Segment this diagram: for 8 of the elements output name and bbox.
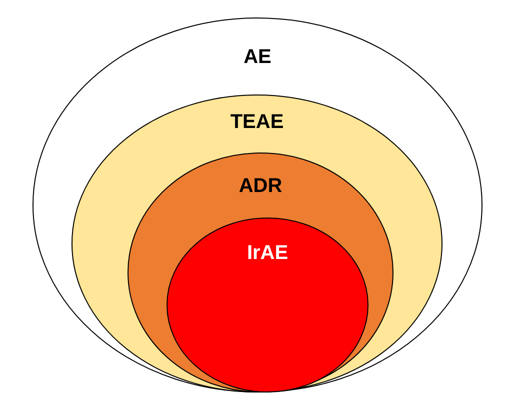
ellipse-region: [167, 218, 368, 392]
ellipse-region: [128, 153, 393, 392]
region-label: TEAE: [230, 111, 284, 134]
region-label: IrAE: [246, 242, 288, 265]
ellipse-region: [33, 18, 482, 392]
region-label: ADR: [238, 175, 282, 198]
ellipse-region: [72, 95, 442, 392]
region-label: AE: [244, 46, 272, 69]
